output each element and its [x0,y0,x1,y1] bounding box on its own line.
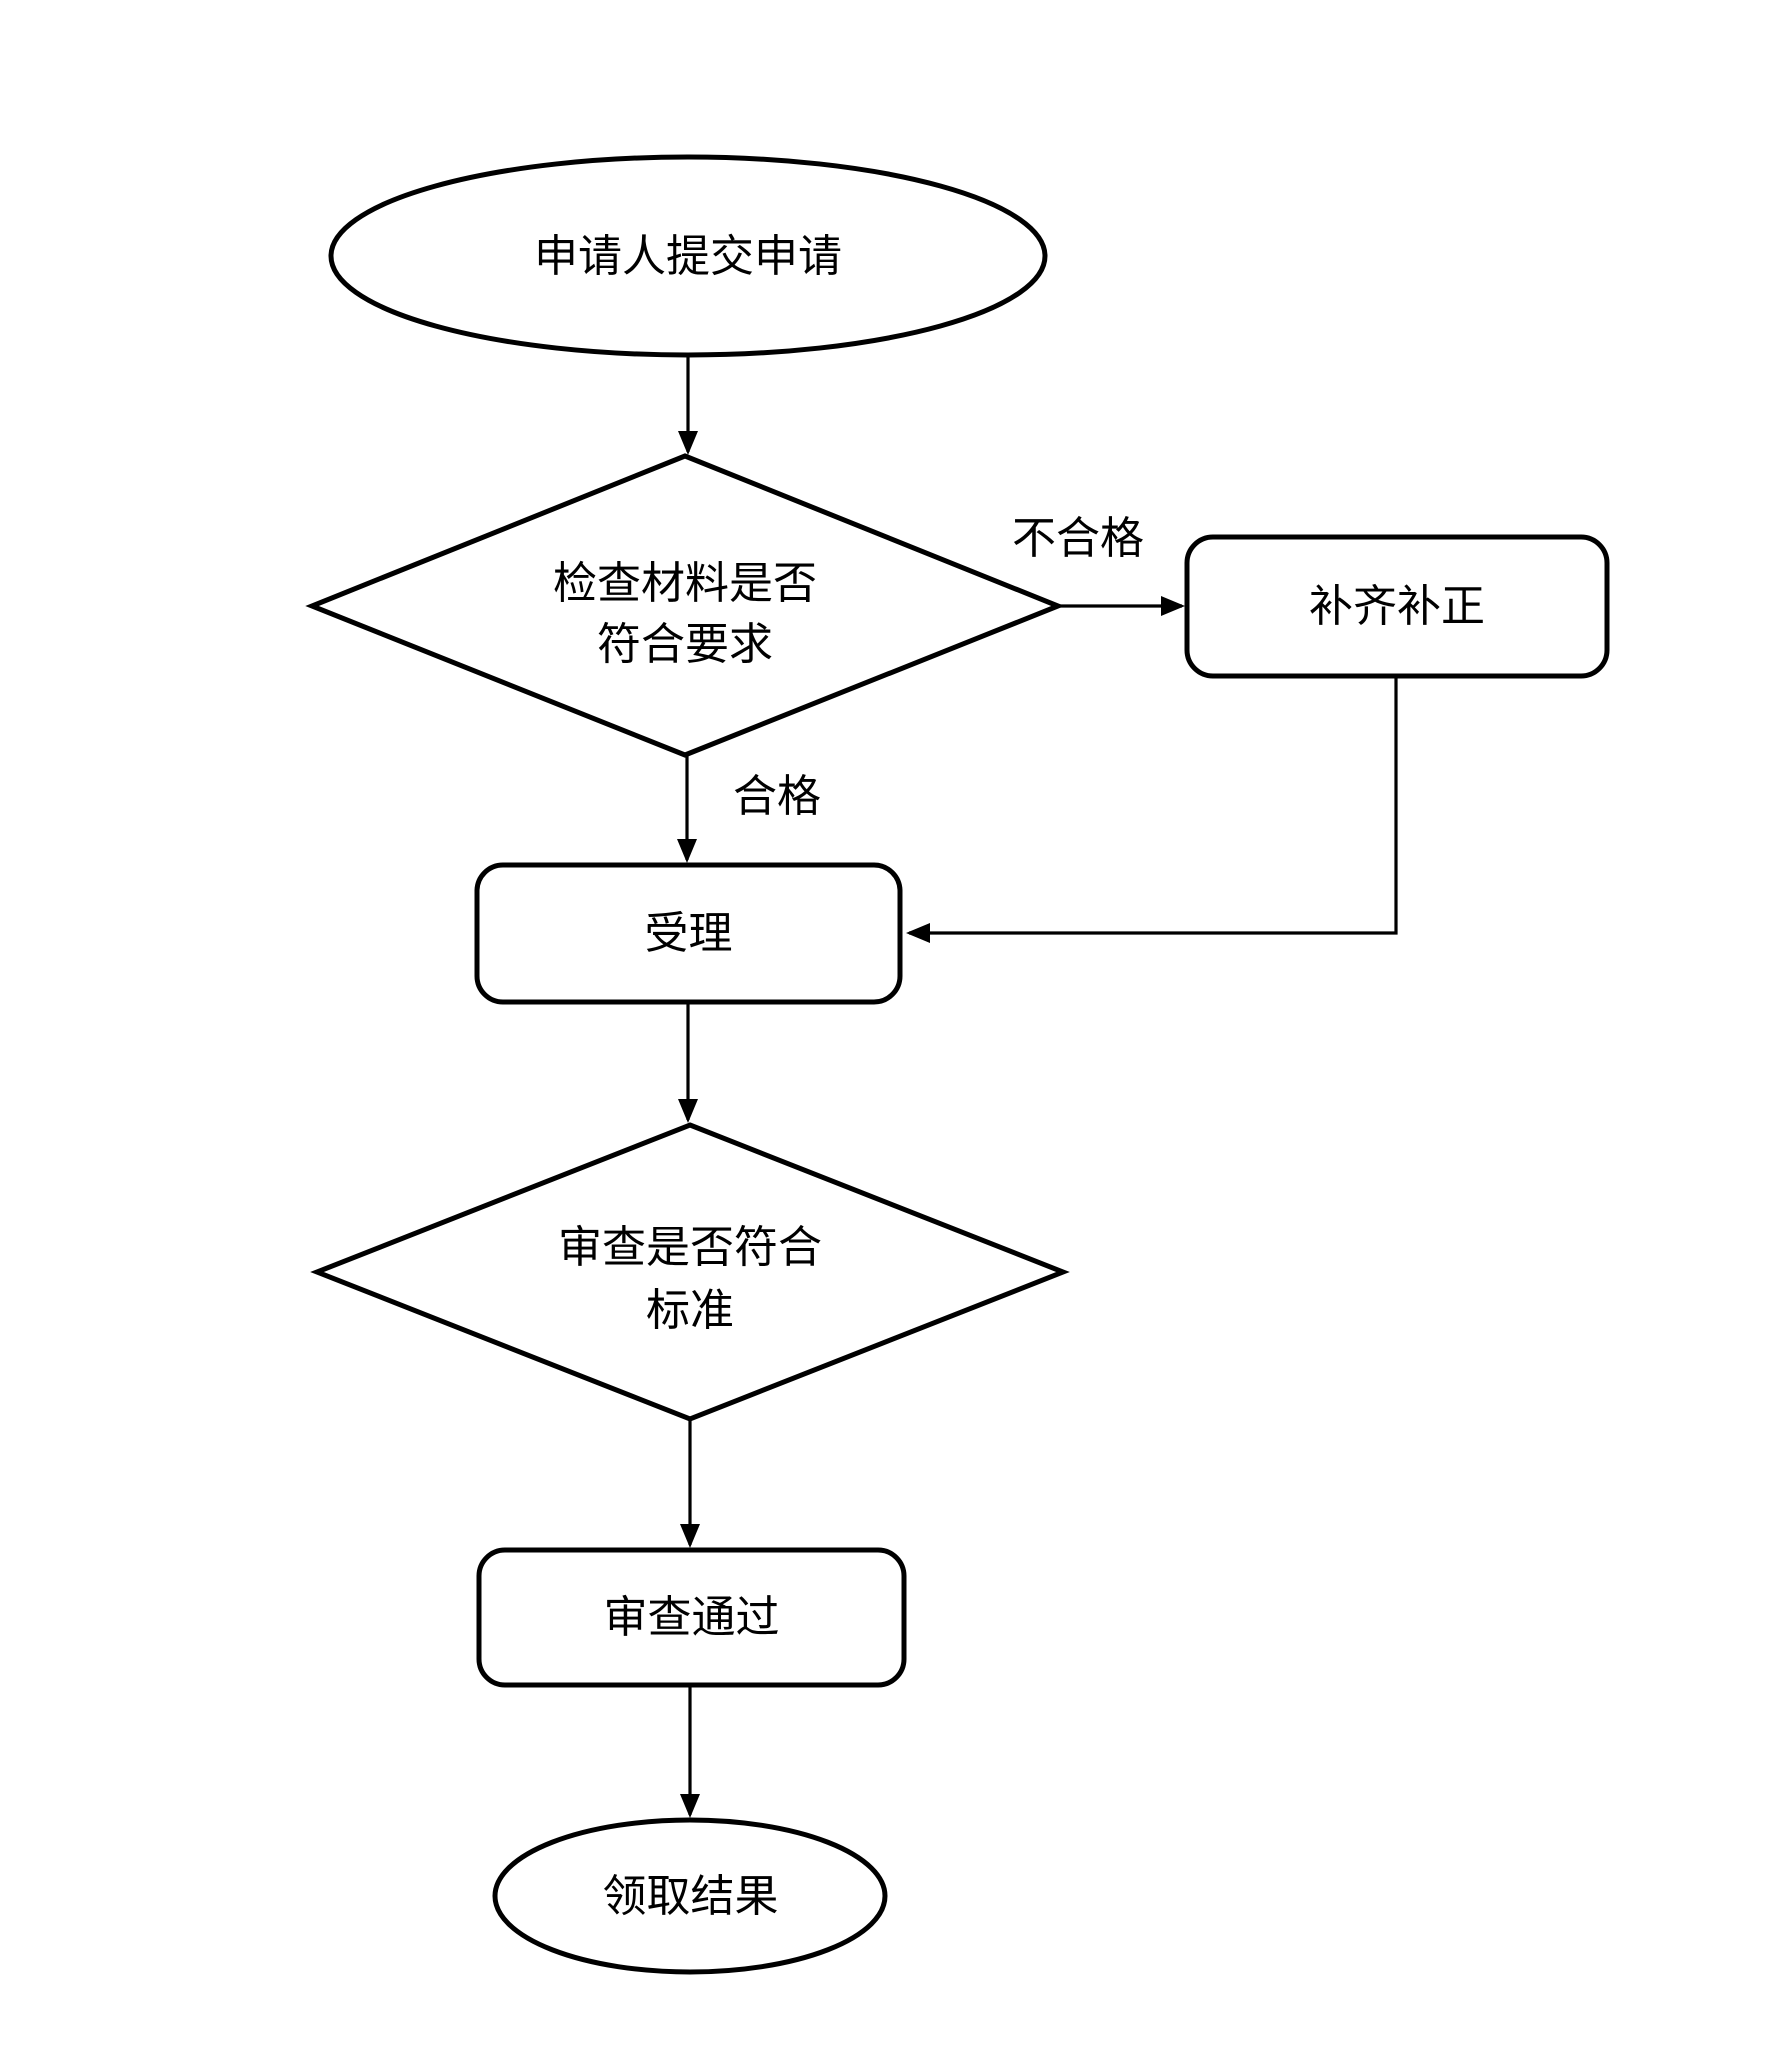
end-terminator-shape [492,1817,888,1975]
edge-label-qualified: 合格 [733,771,821,821]
supplement-node-label: 补齐补正 [1309,582,1485,631]
end-node-label: 领取结果 [602,1871,779,1921]
check-node-label-line1: 检查材料是否 [553,559,817,608]
check-node-label-line2: 符合要求 [597,620,773,669]
start-node-label: 申请人提交申请 [534,231,842,281]
supplement-process-shape [1184,534,1610,679]
edge-label-unqualified: 不合格 [1012,513,1144,563]
accept-node-label: 受理 [644,909,733,958]
accept-process-shape [474,862,903,1005]
review-node-label-line2: 标准 [646,1286,734,1335]
edge-supplement-to-accept-arrow [906,676,1398,943]
review-node-label: 审查是否符合 标准 [340,1216,1040,1342]
review-decision-diamond-shape [310,1122,1070,1422]
approved-process-shape [476,1547,907,1688]
start-terminator-shape [328,154,1048,358]
check-node-label: 检查材料是否 符合要求 [335,553,1035,675]
review-node-label-line1: 审查是否符合 [558,1223,822,1272]
approved-node-label: 审查通过 [603,1593,780,1642]
check-decision-diamond-shape [305,453,1065,758]
